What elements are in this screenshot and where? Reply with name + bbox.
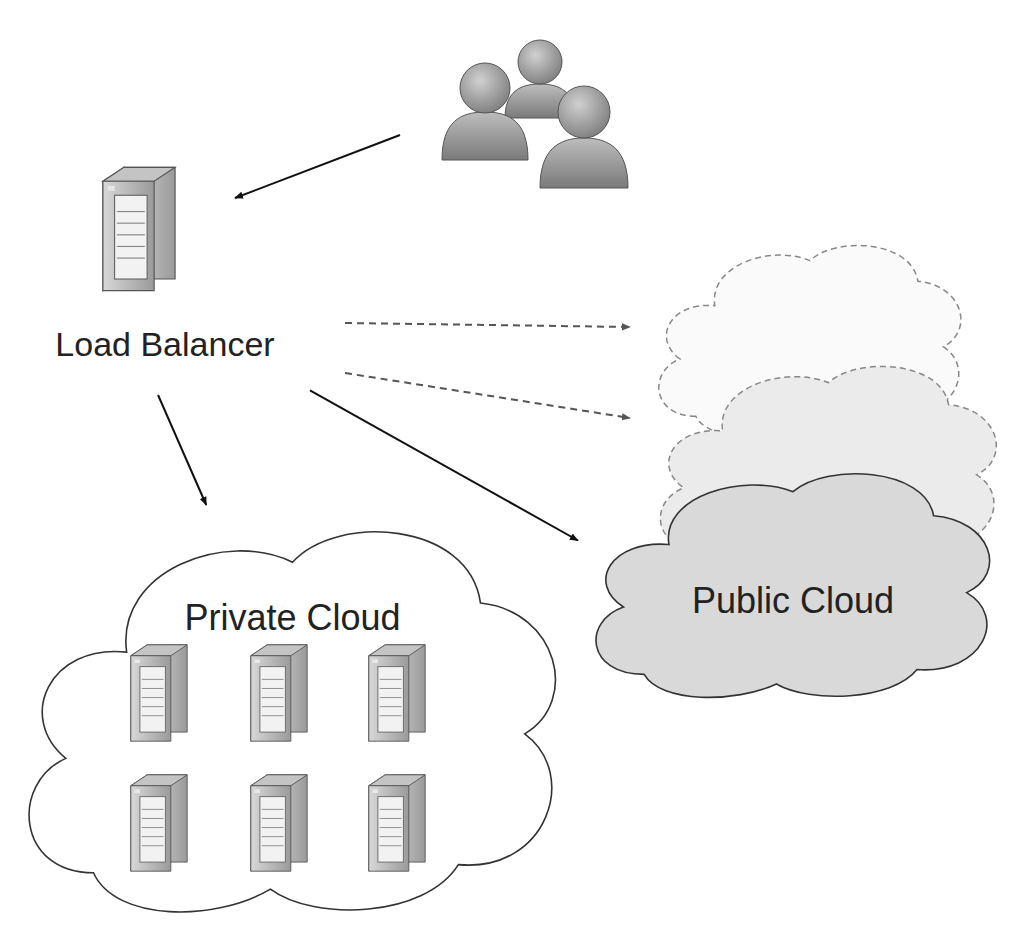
server-icon: [131, 775, 187, 871]
server-group: [5, 505, 580, 930]
server-icon: [131, 645, 187, 741]
cloud-shape: [29, 532, 555, 912]
server-icon: [103, 167, 175, 290]
server-icon: [369, 775, 425, 871]
node-label: Public Cloud: [578, 580, 1008, 621]
node-label: Load Balancer: [20, 325, 310, 364]
request-arrow: [235, 135, 400, 198]
load-balancer: Load Balancer: [20, 160, 310, 395]
dashed-arrow: [345, 373, 630, 418]
server-icon: [251, 645, 307, 741]
connector-arrow: [158, 395, 206, 505]
connector-arrow: [310, 390, 578, 540]
users-icon: [442, 40, 628, 188]
node-label: Private Cloud: [5, 597, 580, 638]
private-cloud: Private Cloud: [5, 505, 580, 930]
server-icon: [369, 645, 425, 741]
server-icon: [251, 775, 307, 871]
dashed-arrow: [345, 323, 630, 327]
public-cloud: Public Cloud: [578, 458, 1008, 708]
server-icon: [20, 160, 310, 300]
